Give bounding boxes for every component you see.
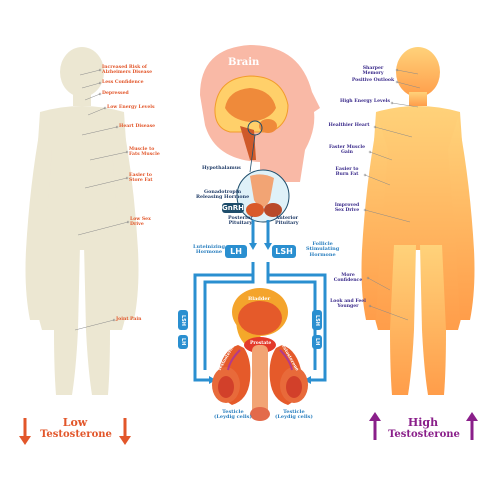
bladder-label: Bladder — [248, 296, 271, 302]
right-leader-lines — [363, 68, 421, 321]
pituitary-zoom — [236, 134, 290, 223]
side-lh-left: LH — [178, 335, 188, 349]
low-effect: Low Energy Levels — [107, 105, 155, 110]
anterior-pituitary-label: Anterior Pituitary — [275, 215, 299, 227]
brain-title: Brain — [228, 57, 260, 68]
high-effect: Healthier Heart — [328, 123, 370, 128]
gnrh-full-label: Gonadotropin Releasing Hormone — [196, 189, 250, 201]
low-testosterone-title-line2: Testosterone — [40, 429, 112, 440]
high-effect: More Confidence — [333, 273, 363, 283]
side-lh-right: LH — [312, 335, 322, 349]
posterior-pituitary-label: Posterior Pituitary — [228, 215, 253, 227]
lh-full-label: Luteinizing Hormone — [193, 244, 225, 256]
high-effect: High Energy Levels — [340, 99, 390, 104]
low-effect: Joint Pain — [116, 317, 142, 322]
low-effect: Increased Risk of Alzheimers Disease — [102, 65, 153, 75]
hormone-arrows — [193, 220, 327, 382]
arrow-heads — [209, 243, 311, 384]
low-effect: Depressed — [102, 91, 129, 96]
high-testosterone-title-line1: High — [407, 416, 439, 429]
lsh-full-label: Follicle Stimulating Hormone — [306, 241, 340, 258]
high-testosterone-title-line2: Testosterone — [388, 429, 460, 440]
low-effect: Heart Disease — [119, 124, 156, 129]
side-lsh-left: LSH — [178, 310, 188, 330]
high-effect: Improved Sex Drive — [334, 203, 360, 213]
low-effect: Low Sex Drive — [130, 217, 151, 227]
high-effect: Look and Feel Younger — [330, 299, 366, 309]
testicle-left-label: Testicle (Leydig cells) — [214, 409, 252, 421]
high-effect: Sharper Memory — [362, 66, 384, 76]
gnrh-pill: GnRH — [222, 203, 244, 213]
lh-pill: LH — [225, 245, 247, 258]
lsh-pill: LSH — [272, 245, 296, 258]
low-effect: Easier to Store Fat — [129, 173, 153, 183]
left-leader-lines — [74, 68, 130, 331]
high-effect: Faster Muscle Gain — [328, 145, 366, 155]
low-testosterone-body — [25, 47, 139, 395]
side-lsh-right: LSH — [312, 310, 322, 330]
reproductive-organs — [212, 288, 308, 421]
low-effect: Muscle to Fats Muscle — [129, 147, 160, 157]
high-effect: Easier to Burn Fat — [335, 167, 359, 177]
testicle-right-label: Testicle (Leydig cells) — [275, 409, 313, 421]
footer-arrow-heads — [19, 412, 478, 445]
head-profile — [200, 45, 320, 182]
prostate-label: Prostate — [250, 341, 272, 346]
high-effect: Positive Outlook — [351, 78, 395, 83]
high-testosterone-body — [361, 47, 475, 395]
low-testosterone-title-line1: Low — [62, 416, 88, 429]
low-effect: Less Confidence — [102, 80, 144, 85]
hypothalamus-label: Hypothalamus — [202, 165, 241, 171]
